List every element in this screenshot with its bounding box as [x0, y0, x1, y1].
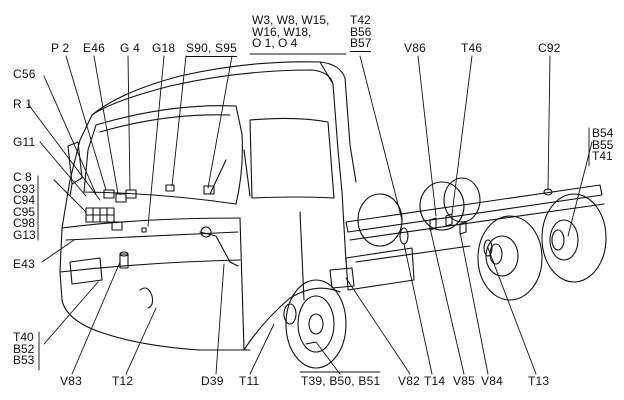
rear-wheels	[357, 177, 607, 301]
label-c98: C98	[13, 216, 36, 231]
label-g18: G18	[152, 41, 176, 55]
label-b55: B55	[592, 137, 614, 152]
label-v86: V86	[404, 41, 426, 55]
label-v83: V83	[60, 374, 82, 388]
label-c94: C94	[13, 193, 36, 208]
leader-lines	[27, 55, 593, 375]
label-t12: T12	[112, 374, 134, 388]
label-t41: T41	[592, 149, 613, 164]
label-group-t40: T40 B52 B53	[13, 330, 35, 368]
label-t42: T42	[350, 13, 371, 27]
label-group-b54: B54 B55 T41	[592, 126, 614, 164]
label-c92: C92	[538, 41, 561, 55]
mounted-components	[85, 188, 553, 309]
label-c56: C56	[13, 67, 36, 81]
label-g11: G11	[13, 135, 36, 149]
truck-cab	[59, 61, 357, 351]
label-d39: D39	[201, 374, 224, 388]
label-t13: T13	[528, 374, 550, 388]
label-b53: B53	[13, 353, 35, 368]
label-c95: C95	[13, 204, 36, 219]
label-e46: E46	[83, 41, 105, 55]
label-t39-b50-b51: T39, B50, B51	[301, 374, 381, 388]
label-g4: G 4	[120, 41, 140, 55]
label-t11: T11	[239, 374, 260, 388]
label-g13: G13	[13, 227, 36, 242]
label-group-t42: T42 B56 B57	[350, 13, 372, 52]
label-group-w: W3, W8, W15, W16, W18, O 1, O 4	[252, 13, 330, 51]
label-b52: B52	[13, 341, 35, 356]
label-w-line-1: W3, W8, W15,	[252, 13, 330, 27]
label-s90-s95: S90, S95	[186, 41, 237, 57]
label-v82: V82	[398, 374, 420, 388]
label-b56: B56	[350, 24, 372, 39]
label-group-c: C 8 C93 C94 C95 C98 G13	[13, 170, 36, 242]
label-b57: B57	[350, 36, 372, 52]
label-t14: T14	[424, 374, 446, 388]
label-w-line-2: W16, W18,	[252, 24, 312, 39]
label-v84: V84	[481, 374, 503, 388]
label-b54: B54	[592, 126, 614, 140]
label-t40: T40	[13, 330, 34, 344]
label-r1: R 1	[13, 97, 33, 111]
label-c93: C93	[13, 181, 36, 196]
label-w-line-3: O 1, O 4	[252, 36, 298, 51]
label-v85: V85	[453, 374, 475, 388]
label-e43: E43	[13, 257, 35, 271]
label-p2: P 2	[51, 41, 70, 55]
label-t46: T46	[461, 41, 483, 55]
label-c8: C 8	[13, 170, 32, 184]
front-wheel	[283, 279, 347, 369]
label-brackets	[37, 53, 590, 373]
chassis-frame	[345, 184, 605, 291]
